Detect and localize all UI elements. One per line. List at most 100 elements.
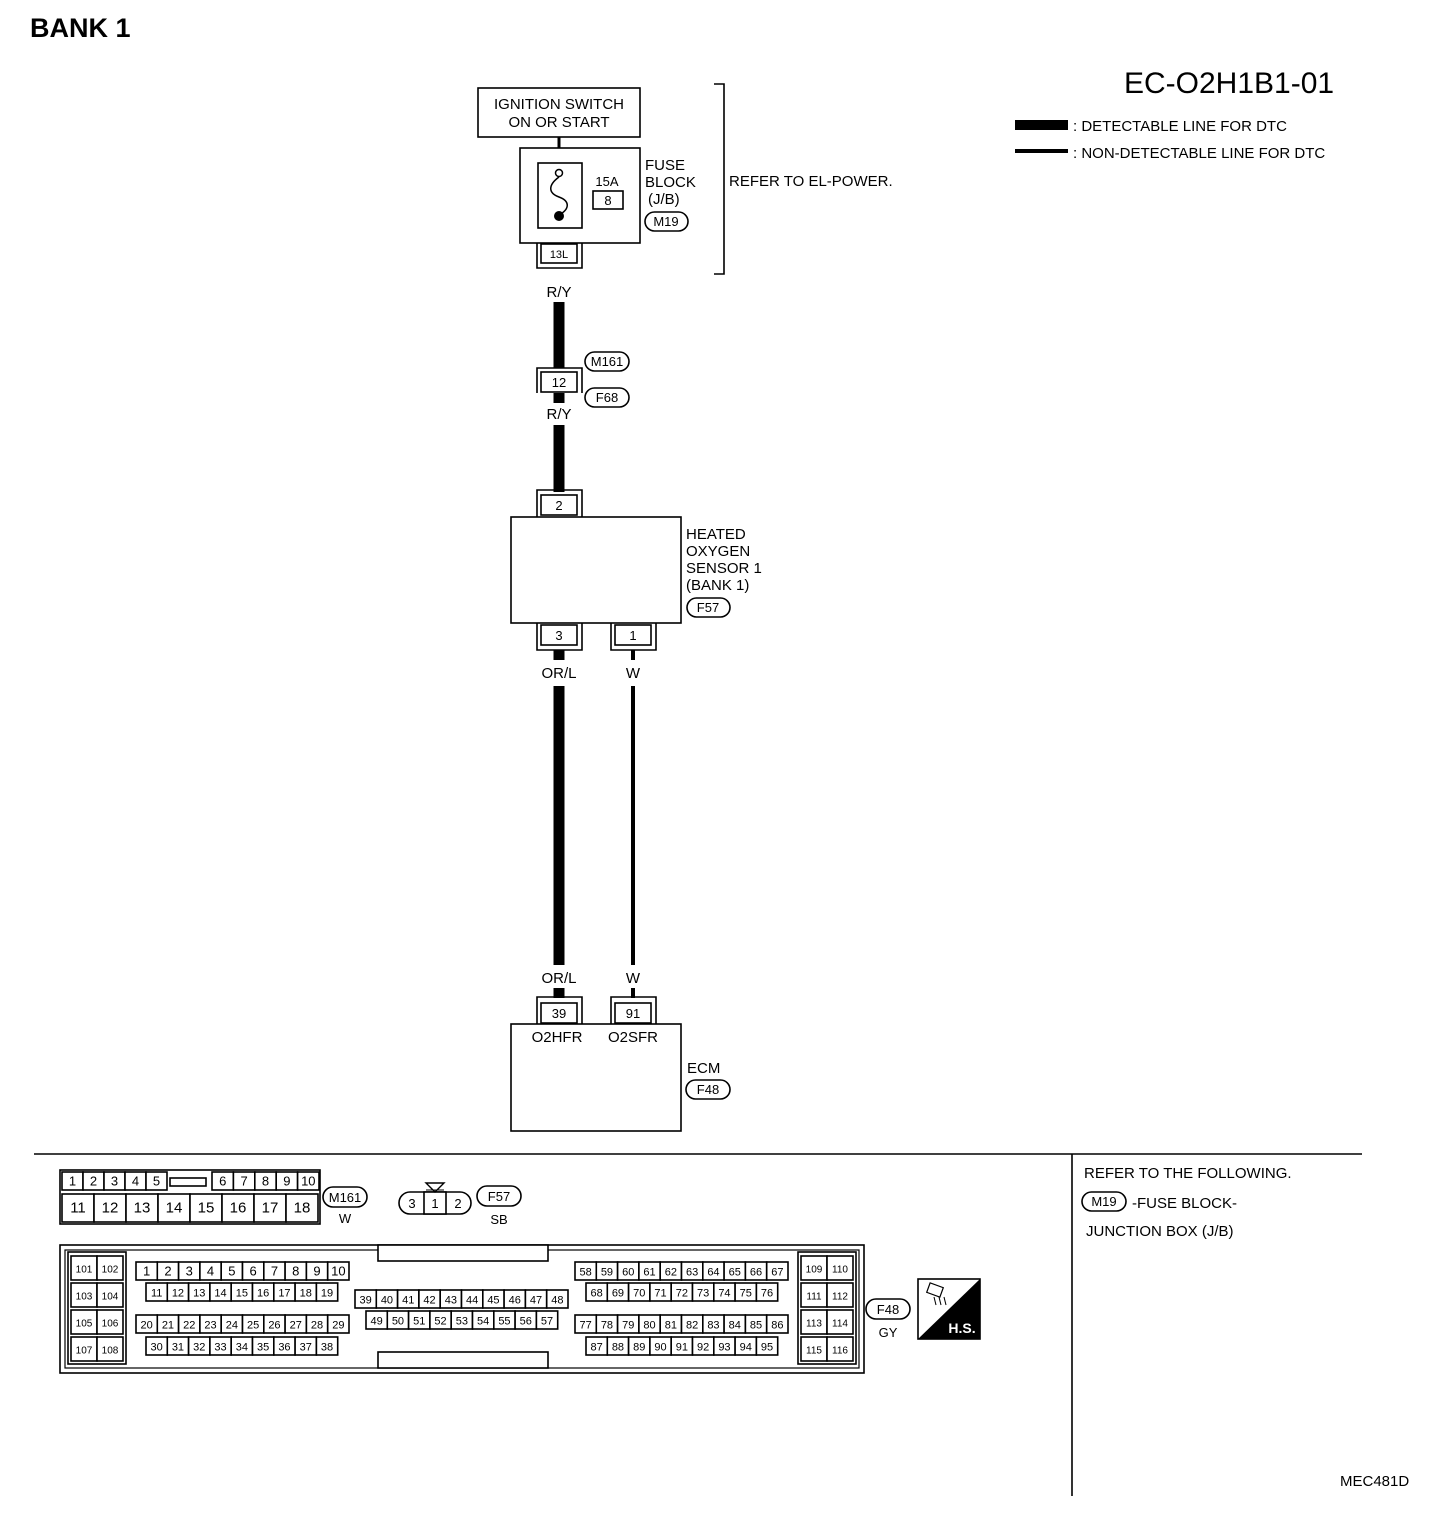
diagram-id: EC-O2H1B1-01 [1124,67,1334,100]
f48-pin-75: 75 [740,1288,752,1300]
connector-f57: F57 [697,600,719,615]
f48-pin-110: 110 [832,1265,848,1276]
hs-label: H.S. [948,1320,975,1336]
f48-pin-14: 14 [214,1288,226,1300]
f48-pin-50: 50 [392,1316,404,1328]
legend-non-detectable: : NON-DETECTABLE LINE FOR DTC [1073,145,1325,162]
m161-pin-16: 16 [230,1200,247,1217]
f48-pin-101: 101 [76,1265,93,1276]
joint-terminal: 12 [552,375,566,390]
sensor-pin-2: 2 [555,498,562,513]
f48-view-color: GY [879,1325,898,1340]
sensor-label-2: OXYGEN [686,543,750,560]
f48-pin-15: 15 [236,1288,248,1300]
m161-pin-5: 5 [153,1174,160,1189]
m161-pin-13-cell [125,1193,159,1223]
f48-pin-105: 105 [76,1319,93,1330]
f48-pin-55: 55 [498,1316,510,1328]
f48-pin-52: 52 [434,1316,446,1328]
f48-pin-89: 89 [633,1342,645,1354]
f57-pin-3: 3 [408,1196,415,1211]
wire-color-orl-bottom: OR/L [541,970,576,987]
f48-pin-38-cell [315,1336,339,1356]
f48-pin-104: 104 [102,1292,119,1303]
connector-f48: F48 [697,1082,719,1097]
m161-pin-14-cell [157,1193,191,1223]
f48-pin-48: 48 [551,1295,563,1307]
f48-pin-5: 5 [228,1264,235,1279]
f48-pin-101-cell [70,1255,98,1281]
f48-pin-31: 31 [172,1342,184,1354]
m161-pin-15: 15 [198,1200,215,1217]
f48-pin-92: 92 [697,1342,709,1354]
heated-oxygen-sensor: 2 HEATED OXYGEN SENSOR 1 (BANK 1) F57 3 … [510,489,762,651]
f48-pin-109: 109 [806,1265,823,1276]
f48-pin-76: 76 [761,1288,773,1300]
f48-pin-34: 34 [236,1342,248,1354]
f48-pin-16: 16 [257,1288,269,1300]
f48-pin-64: 64 [707,1267,719,1279]
f48-pin-79: 79 [622,1320,634,1332]
refer-following: REFER TO THE FOLLOWING. M19 -FUSE BLOCK-… [1081,1165,1292,1240]
f48-pin-110-cell [826,1255,854,1281]
sensor-pin-1: 1 [629,628,636,643]
ecm-signal-o2sfr: O2SFR [608,1029,658,1046]
f48-pin-8: 8 [292,1264,299,1279]
ecm-label: ECM [687,1060,720,1077]
fuse-block: 15A 8 FUSE BLOCK (J/B) M19 [519,147,696,244]
fuse-label-2: BLOCK [645,174,696,191]
f48-pin-105-cell [70,1309,98,1335]
f48-view-name: F48 [877,1302,899,1317]
f48-pin-19: 19 [321,1288,333,1300]
f48-pin-41: 41 [402,1295,414,1307]
fuse-label-3: (J/B) [648,191,680,208]
m161-pin-3: 3 [111,1174,118,1189]
f48-pin-90: 90 [654,1342,666,1354]
f48-pin-68: 68 [591,1288,603,1300]
f48-pin-7: 7 [271,1264,278,1279]
m161-pin-11-cell [61,1193,95,1223]
f57-pin-1: 1 [431,1196,438,1211]
m161-pin-15-cell [189,1193,223,1223]
m161-pin-4: 4 [132,1174,139,1189]
f48-pin-36: 36 [278,1342,290,1354]
ignition-line1: IGNITION SWITCH [494,96,624,113]
svg-text:13L: 13L [550,249,568,261]
f48-pin-76-cell [755,1282,779,1302]
f48-pin-81: 81 [665,1320,677,1332]
f48-pin-60: 60 [622,1267,634,1279]
f48-pin-40: 40 [381,1295,393,1307]
ignition-line2: ON OR START [508,114,609,131]
f48-pin-51: 51 [413,1316,425,1328]
wire-color-w-top: W [626,665,641,682]
f48-pin-17: 17 [278,1288,290,1300]
fuse-number: 8 [604,193,611,208]
f48-pin-29: 29 [332,1320,344,1332]
f48-pin-62: 62 [665,1267,677,1279]
f48-pin-115: 115 [806,1346,822,1357]
connector-f68: F68 [596,390,618,405]
f48-pin-116-cell [826,1336,854,1362]
f48-pin-61: 61 [643,1267,655,1279]
f48-pin-22: 22 [183,1320,195,1332]
f48-pin-29-cell [326,1314,350,1334]
f48-pin-33: 33 [214,1342,226,1354]
f48-pin-42: 42 [423,1295,435,1307]
f48-pin-25: 25 [247,1320,259,1332]
m161-view-name: M161 [329,1190,362,1205]
f48-pin-26: 26 [268,1320,280,1332]
f48-pin-95-cell [755,1336,779,1356]
f48-pin-112: 112 [832,1292,848,1303]
terminal-13l: 13L [536,243,583,269]
ecm: 39 91 O2HFR O2SFR ECM F48 [510,996,731,1132]
f48-pin-74: 74 [718,1288,730,1300]
f48-pin-80: 80 [643,1320,655,1332]
ignition-switch: IGNITION SWITCH ON OR START [477,87,641,138]
refer-line-3: JUNCTION BOX (J/B) [1086,1223,1234,1240]
f48-pin-58: 58 [580,1267,592,1279]
m161-pin-2: 2 [90,1174,97,1189]
f48-pin-18: 18 [300,1288,312,1300]
